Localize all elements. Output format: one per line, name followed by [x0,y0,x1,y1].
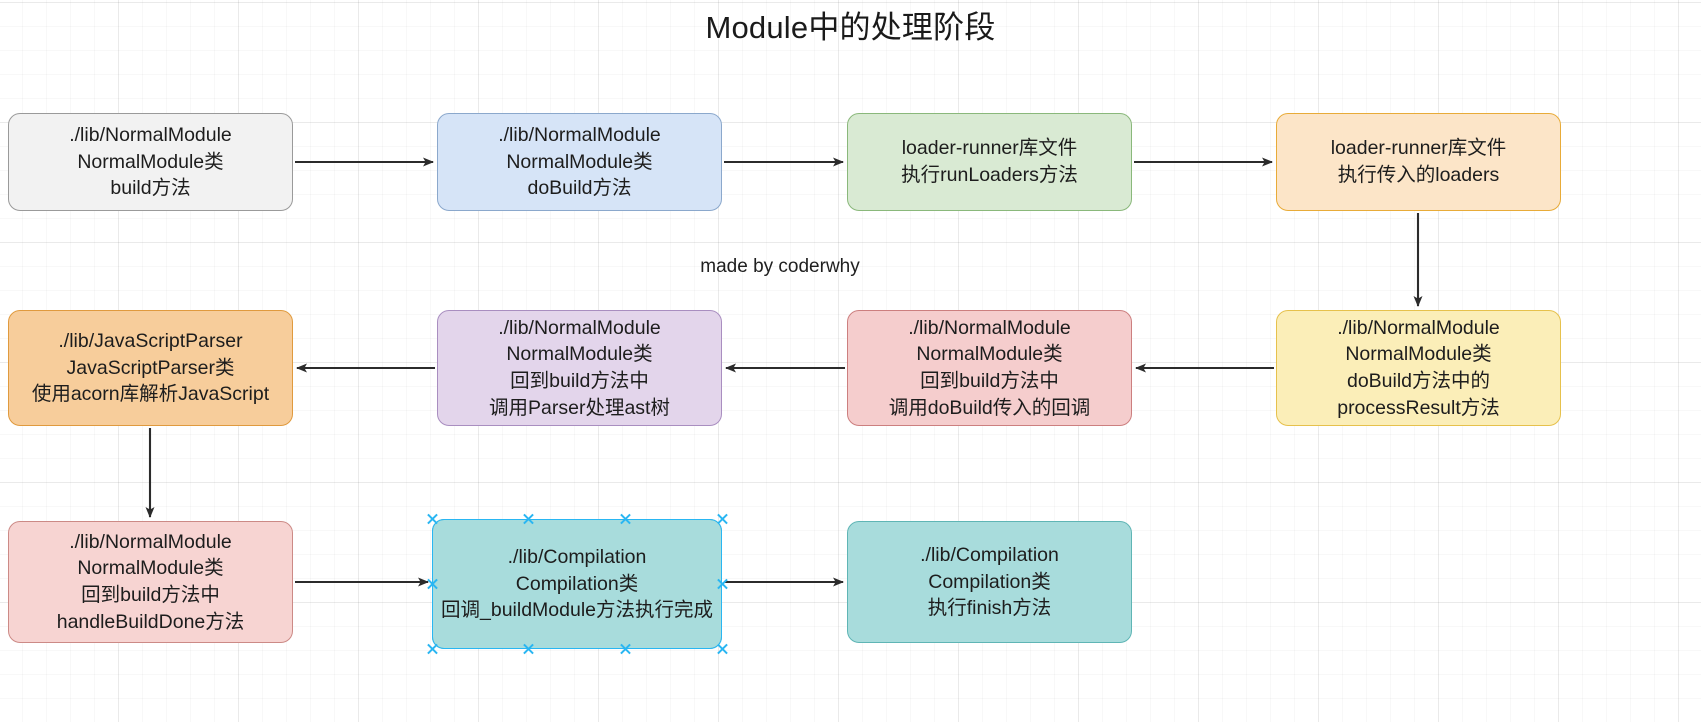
node-n3[interactable]: loader-runner库文件 执行runLoaders方法 [847,113,1132,211]
resize-handle[interactable] [522,513,535,526]
resize-handle[interactable] [619,643,632,656]
node-n1[interactable]: ./lib/NormalModule NormalModule类 build方法 [8,113,293,211]
resize-handle[interactable] [716,578,729,591]
resize-handle[interactable] [522,643,535,656]
node-n6[interactable]: ./lib/NormalModule NormalModule类 回到build… [847,310,1132,426]
resize-handle[interactable] [426,513,439,526]
node-n7[interactable]: ./lib/NormalModule NormalModule类 回到build… [437,310,722,426]
resize-handle[interactable] [426,578,439,591]
resize-handle[interactable] [426,643,439,656]
resize-handle[interactable] [619,513,632,526]
node-n9[interactable]: ./lib/NormalModule NormalModule类 回到build… [8,521,293,643]
node-n4[interactable]: loader-runner库文件 执行传入的loaders [1276,113,1561,211]
node-n5[interactable]: ./lib/NormalModule NormalModule类 doBuild… [1276,310,1561,426]
watermark-label: made by coderwhy [700,256,860,277]
node-n10[interactable]: ./lib/Compilation Compilation类 回调_buildM… [432,519,722,649]
node-n2[interactable]: ./lib/NormalModule NormalModule类 doBuild… [437,113,722,211]
page-title: Module中的处理阶段 [705,10,996,45]
node-n11[interactable]: ./lib/Compilation Compilation类 执行finish方… [847,521,1132,643]
resize-handle[interactable] [716,513,729,526]
node-n8[interactable]: ./lib/JavaScriptParser JavaScriptParser类… [8,310,293,426]
resize-handle[interactable] [716,643,729,656]
